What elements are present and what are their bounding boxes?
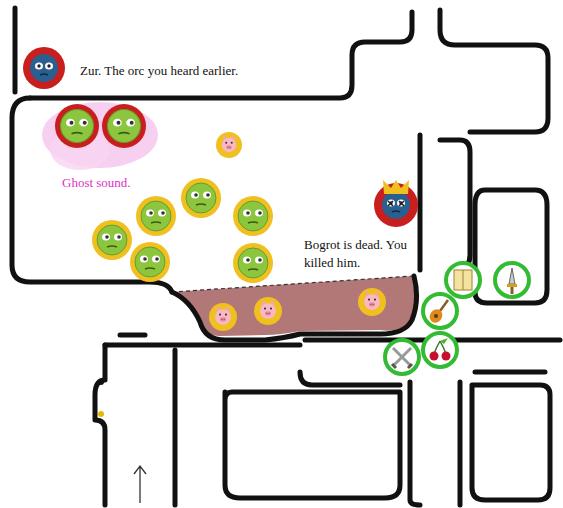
character-note: Zur. The orc you heard earlier.	[80, 62, 238, 80]
sound-note: Ghost sound.	[62, 174, 131, 192]
status-note: Bogrot is dead. You killed him.	[304, 236, 416, 272]
